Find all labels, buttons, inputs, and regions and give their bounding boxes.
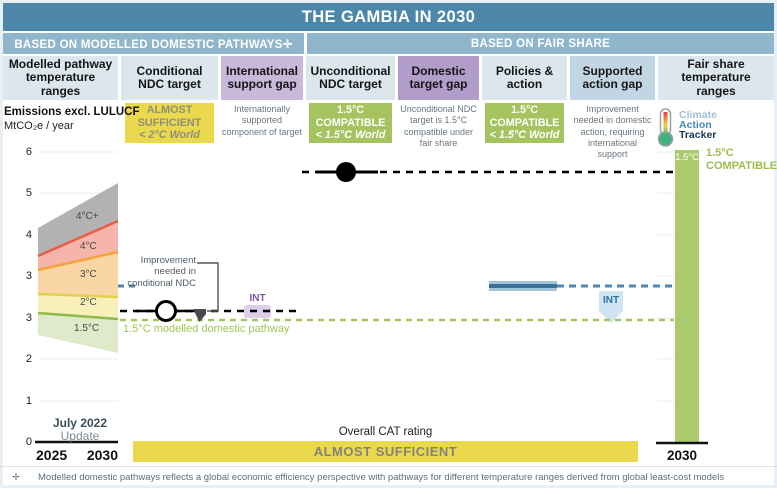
column-header-modelled-ranges: Modelled pathway temperature ranges	[3, 56, 118, 100]
improvement-conditional-label: Improvement needed in conditional NDC	[127, 255, 196, 289]
column-header-domestic-target-gap: Domestic target gap	[398, 56, 479, 100]
ytick-1: 1	[25, 395, 32, 407]
column-header-supported-action-gap: Supported action gap	[570, 56, 655, 100]
fan-band-3c	[38, 252, 118, 297]
fan-label-4c: 4°C	[80, 241, 97, 252]
supported-action-gap-arrow	[599, 291, 623, 323]
section-header-fair-share: BASED ON FAIR SHARE	[307, 33, 774, 54]
note-international-support-gap: Internationally supported component of t…	[221, 104, 303, 137]
domestic-pathway-label: 1.5°C modelled domestic pathway	[123, 323, 290, 335]
overall-rating-caption: Overall CAT rating	[338, 426, 433, 438]
fan-label-15c: 1.5°C	[74, 323, 100, 334]
overall-rating-banner: ALMOST SUFFICIENT	[133, 441, 638, 462]
footnote-divider	[0, 466, 777, 467]
fan-band-15c	[38, 313, 118, 353]
footnote-text: Modelled domestic pathways reflects a gl…	[38, 472, 725, 483]
ytick-4: 4	[25, 229, 32, 241]
unconditional-ndc-line	[302, 162, 674, 182]
xlabel-2025: 2025	[36, 447, 68, 463]
fan-label-2c: 2°C	[80, 297, 97, 308]
ytick-0: 0	[25, 436, 32, 448]
ytick-5: 5	[25, 187, 32, 199]
improvement-bracket	[197, 262, 219, 312]
policies-action-range	[118, 281, 674, 291]
rating-badge-policies-action: 1.5°C COMPATIBLE < 1.5°C World	[485, 103, 564, 143]
ytick-2: 2	[25, 353, 32, 365]
ytick-3a: 3	[25, 270, 32, 282]
section-header-modelled-domestic: BASED ON MODELLED DOMESTIC PATHWAYS✛	[3, 33, 304, 54]
note-supported-action-gap: Improvement needed in domestic action, r…	[573, 104, 652, 159]
column-header-fair-share-ranges: Fair share temperature ranges	[658, 56, 774, 100]
column-header-international-support-gap: International support gap	[221, 56, 303, 100]
footnote-symbol: ✛	[12, 472, 20, 483]
column-header-conditional-ndc: Conditional NDC target	[121, 56, 218, 100]
fan-band-4cplus	[38, 183, 118, 256]
cat-logo-tracker: Tracker	[679, 129, 717, 141]
int-label-purple: INT	[249, 293, 266, 304]
xlabel-2030-right: 2030	[666, 448, 698, 463]
axis-unit-line1: Emissions excl. LULUCF	[4, 106, 140, 118]
int-label-blue: INT	[602, 295, 620, 306]
gridlines-right	[657, 151, 674, 402]
unconditional-ndc-dot	[336, 162, 356, 182]
axis-unit-line2: MtCO₂e / year	[4, 120, 74, 132]
fan-band-2c	[38, 294, 118, 319]
international-support-chip	[244, 305, 271, 318]
ytick-3b: 3	[25, 312, 32, 324]
rating-badge-conditional-ndc: ALMOST SUFFICIENT < 2°C World	[125, 103, 214, 143]
fan-band-4c	[38, 221, 118, 270]
fair-share-compatible-label: 1.5°C COMPATIBLE	[706, 147, 777, 172]
update-line1: July 2022	[52, 416, 108, 430]
conditional-ndc-line	[120, 262, 299, 322]
update-line2: Update	[60, 429, 100, 443]
page-title: THE GAMBIA IN 2030	[3, 3, 774, 31]
ytick-6: 6	[25, 146, 32, 158]
cat-logo-thermometer	[657, 108, 674, 147]
fan-label-3c: 3°C	[80, 269, 97, 280]
fair-share-bar-label: 1.5°C	[675, 152, 699, 163]
xlabel-2030-left: 2030	[86, 447, 118, 463]
column-header-policies-action: Policies & action	[482, 56, 567, 100]
column-header-unconditional-ndc: Unconditional NDC target	[306, 56, 395, 100]
cat-logo-action: Action	[679, 119, 712, 131]
rating-badge-unconditional-ndc: 1.5°C COMPATIBLE < 1.5°C World	[309, 103, 392, 143]
note-domestic-target-gap: Unconditional NDC target is 1.5°C compat…	[400, 104, 477, 148]
conditional-ndc-dot	[155, 300, 177, 322]
cat-logo-climate: Climate	[679, 109, 717, 121]
improvement-pin	[193, 309, 206, 322]
fair-share-range-bar	[675, 150, 699, 442]
modelled-pathway-fan	[37, 183, 119, 353]
fan-label-4cplus: 4°C+	[76, 211, 99, 222]
